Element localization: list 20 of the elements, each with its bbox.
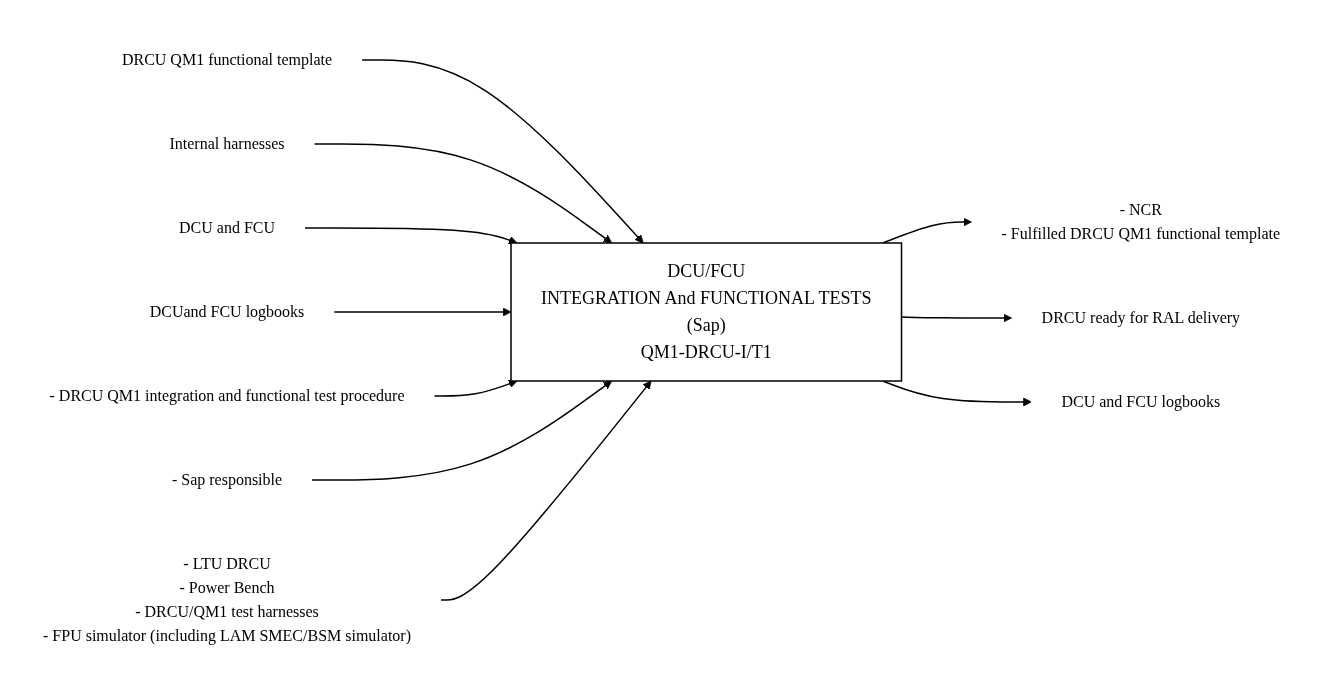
arrow — [314, 143, 613, 244]
arrow — [361, 59, 645, 244]
arrow — [434, 379, 518, 397]
node-text: DCUand FCU logbooks — [150, 303, 305, 320]
arrow — [311, 380, 613, 481]
node-text: - NCR - Fulfilled DRCU QM1 functional template — [1001, 201, 1281, 242]
arrow — [882, 217, 973, 244]
node-box: DCU/FCU INTEGRATION And FUNCTIONAL TESTS (Sap) QM1-DRCU-I/T1 — [510, 242, 903, 382]
node-text: - DRCU QM1 integration and functional test procedure — [49, 387, 405, 404]
node-text: DCU and FCU — [179, 219, 276, 236]
node-text: DCU and FCU logbooks — [1061, 393, 1221, 410]
node-text: - LTU DRCU - Power Bench - DRCU/QM1 test harnesses - FPU simulator (including LAM SMEC/BSM simulator) — [43, 555, 412, 644]
arrow — [304, 227, 518, 245]
node-text: DRCU QM1 functional template — [122, 51, 333, 68]
node-text: - Sap responsible — [172, 471, 283, 488]
node-text: Internal harnesses — [169, 135, 285, 152]
node-text: DRCU ready for RAL delivery — [1042, 309, 1241, 326]
arrow — [334, 307, 512, 317]
arrow — [440, 380, 652, 601]
arrow — [901, 313, 1013, 323]
